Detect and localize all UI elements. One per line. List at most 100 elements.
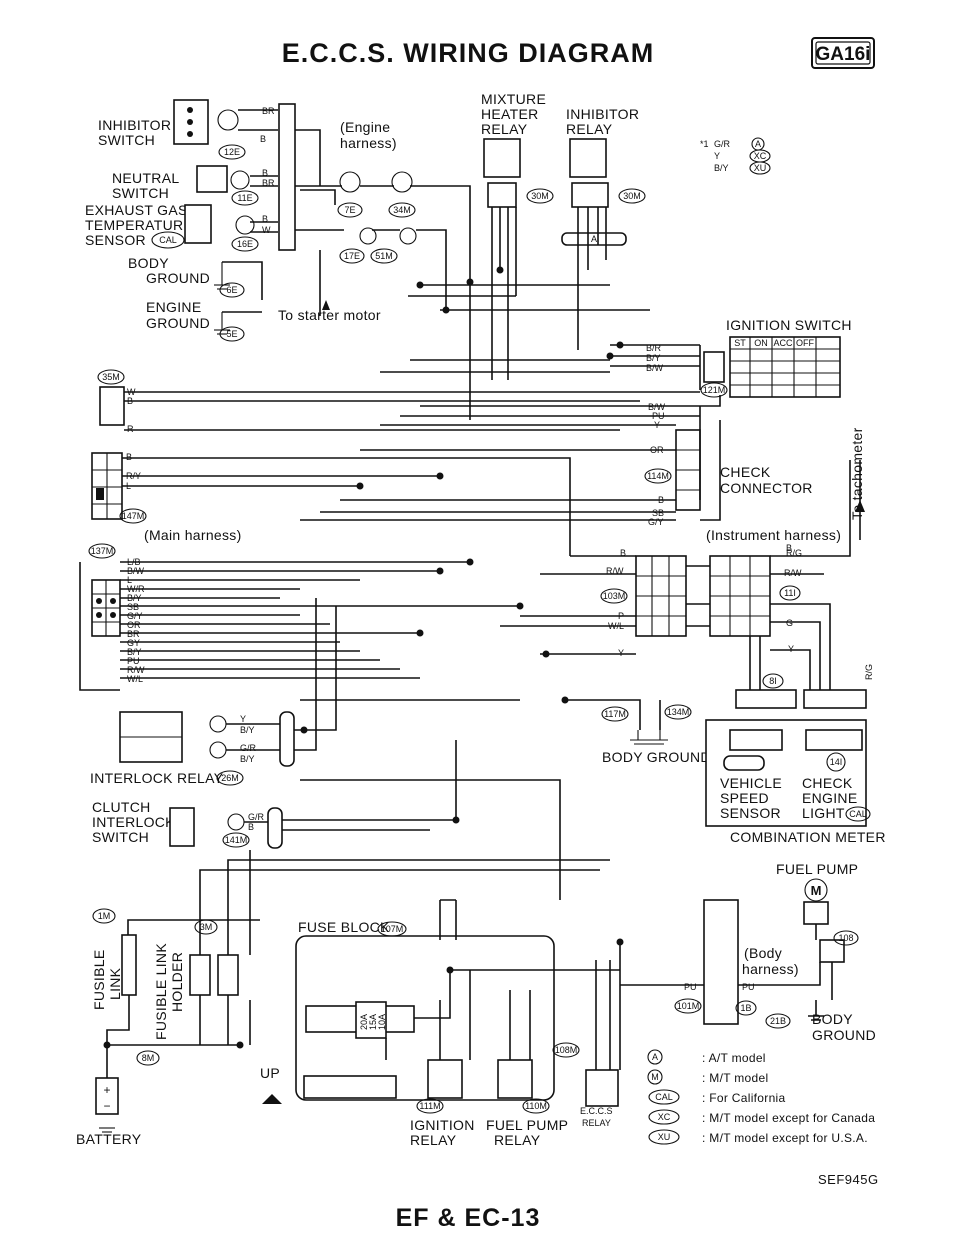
body-ground-6e: BODY GROUND 6E — [128, 255, 245, 298]
conn-11i: 11I — [784, 588, 796, 598]
body-ground-center: 117M 134M BODY GROUND — [601, 704, 711, 765]
body-ground-center-label: BODY GROUND — [602, 749, 711, 765]
wire-meter-rg: R/G — [786, 548, 802, 558]
fuse-block: FUSE BLOCK 107M 20A 15A 10A UP — [260, 919, 555, 1104]
engine-harness-connector — [278, 103, 296, 251]
clutch-label: CLUTCH — [92, 799, 151, 815]
conn-17e: 17E — [344, 251, 360, 261]
vss-label-3: SENSOR — [720, 805, 781, 821]
connector-35m: 35M W B R — [97, 369, 136, 434]
cal-tag-meter: CAL — [849, 809, 867, 819]
ignition-switch: IGNITION SWITCH ST ON ACC OFF 121M — [700, 317, 852, 398]
conn-3m: 3M — [200, 922, 213, 932]
legend-text-5: : M/T model except for U.S.A. — [702, 1131, 868, 1145]
neutral-switch: NEUTRAL SWITCH B BR 11E — [112, 165, 275, 206]
fuse-10a: 10A — [377, 1014, 387, 1030]
model-badge-frame — [811, 37, 875, 69]
fusible-link-label-2: LINK — [107, 967, 123, 1000]
conn-117m: 117M — [604, 709, 626, 719]
conn-8m: 8M — [142, 1053, 155, 1063]
body-ground-label-2: GROUND — [146, 270, 210, 286]
wires — [79, 109, 865, 1078]
battery-label: BATTERY — [76, 1131, 142, 1147]
fusible-link-holder: 3M FUSIBLE LINK HOLDER — [153, 919, 239, 1040]
ig-pos-off: OFF — [796, 338, 814, 348]
wire-br-ig: B/R — [646, 343, 662, 353]
conn-108m: 108M — [555, 1045, 578, 1055]
conn-12e: 12E — [224, 147, 240, 157]
bottom-relays: 111M 110M 108M IGNITION RELAY FUEL PUMP … — [410, 1042, 619, 1148]
fp-relay-label: FUEL PUMP — [486, 1117, 568, 1133]
legend-sym-5: XU — [658, 1132, 671, 1142]
check-connector-label-2: CONNECTOR — [720, 480, 813, 496]
mixture-heater-relay: MIXTURE HEATER RELAY 30M — [481, 91, 554, 208]
wire-meter-rg2: R/G — [864, 664, 874, 680]
page-number: EF & EC-13 — [396, 1204, 541, 1232]
mid-connectors: 7E 34M 17E 51M — [337, 171, 417, 264]
conn-101m: 101M — [677, 1001, 700, 1011]
conn-16e: 16E — [237, 239, 253, 249]
sensor-label: EXHAUST GAS — [85, 202, 188, 218]
junction-dots — [103, 266, 624, 1049]
wire-pu-fp-2: PU — [742, 982, 755, 992]
conn-134m: 134M — [667, 707, 690, 717]
conn-147m: 147M — [122, 511, 145, 521]
wire-bw-ig: B/W — [646, 363, 664, 373]
mixture-label: MIXTURE — [481, 91, 546, 107]
vss-label: VEHICLE — [720, 775, 782, 791]
svg-text:M: M — [811, 883, 822, 898]
wire-bw-bus: B/W — [648, 402, 666, 412]
wire-137m-11: B/Y — [127, 647, 142, 657]
check-connector: CHECK CONNECTOR 114M — [644, 429, 813, 511]
note-star1: *1 G/R Y B/Y A XC XU — [700, 137, 771, 175]
legend: A : A/T model M : M/T model CAL : For Ca… — [647, 1049, 875, 1145]
main-harness-label: (Main harness) — [144, 527, 242, 543]
wire-gr-interlock: G/R — [240, 743, 257, 753]
conn-14i: 14I — [830, 757, 843, 767]
note-code-2: XC — [754, 151, 767, 161]
ign-relay-label-2: RELAY — [410, 1132, 457, 1148]
fusible-link: 1M FUSIBLE LINK — [91, 908, 137, 1010]
note-wire-2: Y — [714, 151, 720, 161]
wire-y-interlock: Y — [240, 714, 246, 724]
note-code-3: XU — [754, 163, 767, 173]
wire-137m-12: PU — [127, 656, 140, 666]
clutch-interlock-switch: CLUTCH INTERLOCK SWITCH G/R B 141M — [92, 799, 283, 849]
wire-meter-y: Y — [618, 648, 624, 658]
ignition-switch-label: IGNITION SWITCH — [726, 317, 852, 333]
svg-text:+: + — [103, 1083, 110, 1097]
conn-103m: 103M — [603, 591, 626, 601]
conn-51m: 51M — [375, 251, 393, 261]
wire-b-2: B — [262, 168, 268, 178]
fuel-pump-label: FUEL PUMP — [776, 861, 858, 877]
eccs-relay-label: E.C.C.S — [580, 1106, 613, 1116]
cel-label-3: LIGHT — [802, 805, 845, 821]
fp-relay-label-2: RELAY — [494, 1132, 541, 1148]
engine-ground-label-2: GROUND — [146, 315, 210, 331]
legend-text-1: : A/T model — [702, 1051, 766, 1065]
mixture-label-2: HEATER — [481, 106, 539, 122]
right-bus-wires: B/W PU Y OR B SB G/Y — [648, 402, 666, 527]
conn-8i: 8I — [769, 676, 777, 686]
conn-1b: 1B — [740, 1003, 751, 1013]
instrument-harness-label: (Instrument harness) — [706, 527, 841, 543]
wire-sb-bus: SB — [652, 508, 664, 518]
conn-7e: 7E — [344, 205, 355, 215]
conn-34m: 34M — [393, 205, 411, 215]
fusible-link-label: FUSIBLE — [91, 950, 107, 1010]
legend-sym-4: XC — [658, 1112, 671, 1122]
inhibitor-relay: INHIBITOR RELAY 30M A — [561, 106, 646, 246]
body-harness-label-2: harness) — [742, 961, 799, 977]
page-title: E.C.C.S. WIRING DIAGRAM — [282, 38, 655, 68]
flh-label: FUSIBLE LINK — [153, 943, 169, 1040]
wire-b-clutch: B — [248, 822, 254, 832]
conn-5e: 5E — [226, 329, 237, 339]
flh-label-2: HOLDER — [169, 952, 185, 1012]
ig-pos-on: ON — [754, 338, 768, 348]
conn-6e: 6E — [226, 285, 237, 295]
vss-label-2: SPEED — [720, 790, 769, 806]
combination-meter: 14I VEHICLE SPEED SENSOR CHECK ENGINE LI… — [705, 719, 871, 827]
wire-meter-b: B — [620, 548, 626, 558]
wire-by-interlock: B/Y — [240, 725, 255, 735]
